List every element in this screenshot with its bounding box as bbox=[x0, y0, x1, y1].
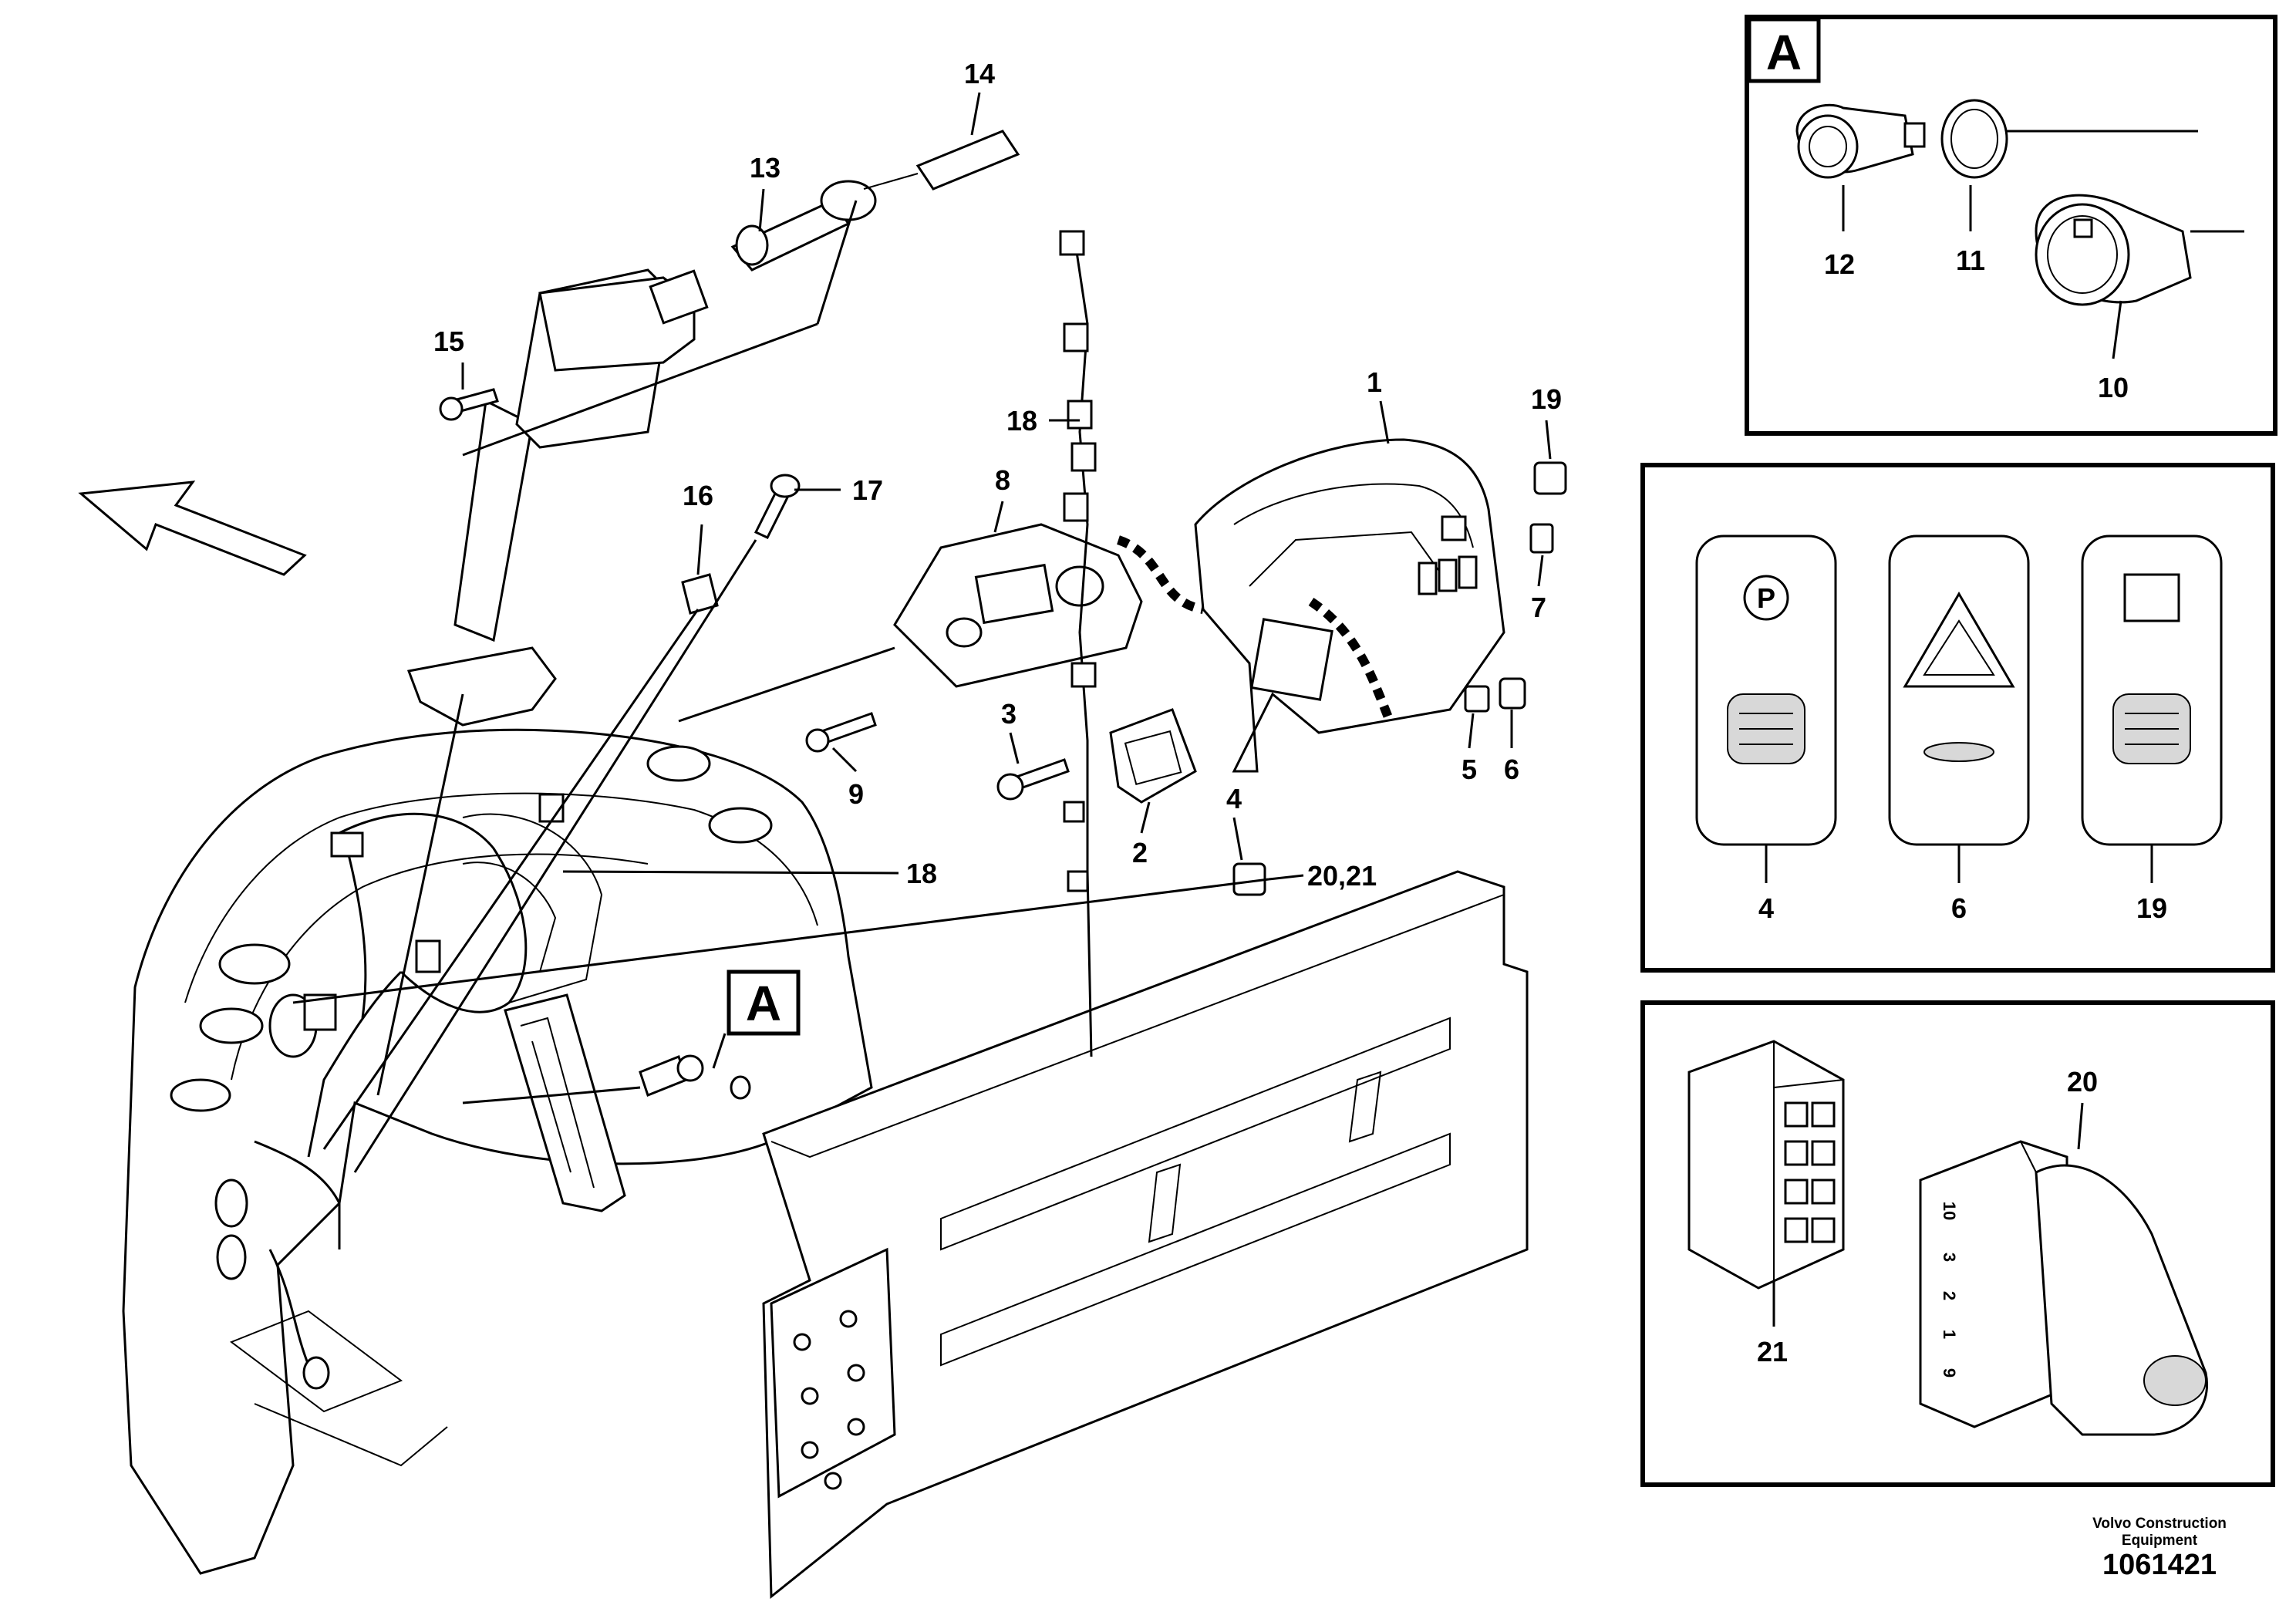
detail-a-panel: A 12 11 10 bbox=[1745, 15, 2277, 436]
switch-7 bbox=[1529, 523, 1554, 554]
dashboard-body bbox=[122, 728, 873, 1575]
callout-20: 20 bbox=[2067, 1066, 2098, 1098]
clip-16 bbox=[681, 573, 719, 615]
callout-19-main: 19 bbox=[1531, 383, 1562, 415]
screw-15 bbox=[439, 388, 499, 421]
callout-11: 11 bbox=[1956, 244, 1985, 276]
svg-text:1: 1 bbox=[1940, 1330, 1959, 1339]
svg-text:9: 9 bbox=[1940, 1368, 1959, 1378]
rocker-switch-20 bbox=[1919, 1102, 2208, 1436]
switch-19 bbox=[1533, 461, 1567, 495]
connector-panel: 10 3 2 1 9 20 21 bbox=[1640, 1000, 2275, 1487]
switch-4-detail: P bbox=[1695, 534, 1837, 883]
side-frame-panel bbox=[762, 870, 1529, 1600]
screw-9 bbox=[805, 712, 877, 753]
view-marker-a: A bbox=[712, 969, 801, 1069]
blank-symbol-icon bbox=[2123, 573, 2180, 622]
svg-text:2: 2 bbox=[1940, 1291, 1959, 1300]
parking-brake-p-icon: P bbox=[1757, 582, 1775, 614]
switch-6-detail bbox=[1888, 534, 2030, 883]
callout-4-panel: 4 bbox=[1758, 892, 1774, 924]
callout-18-lower: 18 bbox=[906, 858, 937, 889]
callout-14: 14 bbox=[964, 58, 995, 89]
callout-9: 9 bbox=[848, 778, 864, 810]
lighter-12 bbox=[1795, 103, 1926, 179]
steering-column bbox=[406, 268, 709, 727]
callout-15: 15 bbox=[433, 325, 464, 357]
callout-2: 2 bbox=[1132, 837, 1148, 868]
callout-8: 8 bbox=[995, 464, 1010, 496]
direction-arrow-icon bbox=[78, 481, 307, 576]
dashboard-wiring bbox=[254, 793, 565, 1390]
gauge-10 bbox=[2035, 194, 2244, 359]
callout-19-panel: 19 bbox=[2136, 892, 2167, 924]
callout-20-21: 20,21 bbox=[1307, 860, 1377, 892]
harness-dash-left bbox=[1116, 535, 1205, 614]
bolt-17 bbox=[754, 474, 801, 539]
brand-name: Volvo Construction Equipment bbox=[2067, 1516, 2252, 1549]
screw-3 bbox=[996, 758, 1070, 801]
brand-line-1: Volvo Construction bbox=[2092, 1516, 2227, 1532]
callout-7: 7 bbox=[1531, 592, 1546, 623]
svg-text:10: 10 bbox=[1940, 1202, 1959, 1220]
detail-a-letter: A bbox=[1766, 25, 1802, 80]
switch-5 bbox=[1464, 685, 1490, 713]
brand-line-2: Equipment bbox=[2121, 1533, 2198, 1549]
callout-6-panel: 6 bbox=[1951, 892, 1967, 924]
switch-6 bbox=[1499, 677, 1526, 710]
keypad bbox=[1109, 708, 1197, 804]
callout-18-upper: 18 bbox=[1006, 405, 1037, 437]
callout-16: 16 bbox=[683, 480, 713, 511]
lever-assembly bbox=[730, 130, 1020, 271]
callout-labels: 14 13 15 16 17 8 18 1 19 7 5 6 3 9 2 4 2… bbox=[433, 58, 1562, 892]
callout-17: 17 bbox=[852, 474, 883, 506]
svg-text:A: A bbox=[746, 976, 781, 1031]
console-cover bbox=[1194, 438, 1505, 773]
main-harness bbox=[1059, 230, 1097, 1057]
callout-21: 21 bbox=[1757, 1336, 1788, 1367]
drawing-number: 1061421 bbox=[2102, 1549, 2217, 1581]
connector-pin-labels: 10 3 2 1 9 bbox=[1940, 1202, 1959, 1378]
callout-12: 12 bbox=[1824, 248, 1855, 280]
instrument-cluster bbox=[893, 523, 1143, 688]
callout-13: 13 bbox=[750, 152, 781, 184]
callout-5: 5 bbox=[1462, 754, 1477, 785]
callout-1: 1 bbox=[1367, 366, 1382, 398]
callout-4-main: 4 bbox=[1226, 783, 1242, 814]
switch-19-detail bbox=[2081, 534, 2223, 883]
callout-10: 10 bbox=[2098, 372, 2129, 403]
callout-3: 3 bbox=[1001, 698, 1017, 730]
svg-text:3: 3 bbox=[1940, 1253, 1959, 1262]
connector-housing-21 bbox=[1687, 1040, 1845, 1327]
accelerator-pedal bbox=[504, 993, 626, 1212]
leader-lines bbox=[292, 92, 1552, 1173]
floor-connector bbox=[462, 1054, 751, 1104]
harness-dash-right bbox=[1308, 598, 1393, 720]
callout-6-main: 6 bbox=[1504, 754, 1519, 785]
ring-11 bbox=[1940, 99, 2198, 179]
switch-panel: P 4 6 19 bbox=[1640, 463, 2275, 973]
